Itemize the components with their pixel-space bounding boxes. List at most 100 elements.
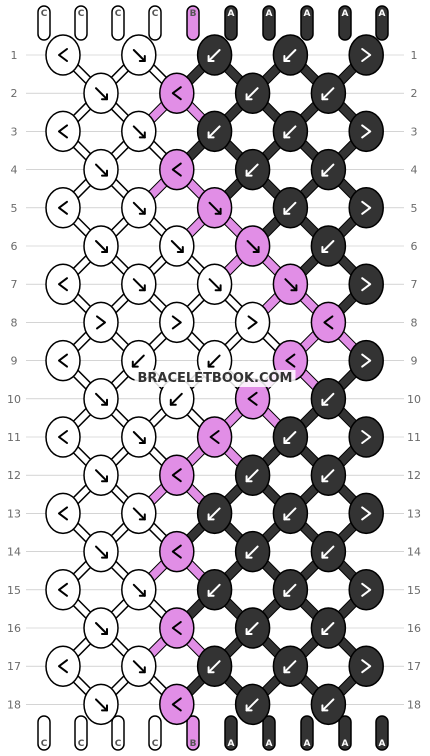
strand-bottom-label: C — [152, 739, 159, 749]
strand-top-label: C — [115, 9, 122, 19]
knot-arrow-icon — [95, 240, 108, 253]
knot — [196, 34, 233, 76]
knot-body — [45, 569, 81, 611]
knot-body — [45, 645, 81, 687]
strand-bottom-label: A — [379, 739, 386, 749]
strand-top-label: C — [78, 9, 85, 19]
strand-top — [300, 5, 314, 41]
knot — [83, 607, 119, 649]
knot-arrow-icon — [132, 125, 146, 139]
knot-body — [348, 34, 384, 76]
strand-top — [148, 5, 162, 41]
knot — [45, 263, 81, 305]
knot — [234, 72, 271, 114]
knot-arrowhead-icon — [207, 513, 215, 521]
knot — [348, 339, 384, 382]
strand-bottom-label: A — [228, 739, 235, 749]
knot — [310, 454, 347, 496]
knot-arrowhead-icon — [131, 360, 139, 368]
knot-arrow-icon — [321, 469, 335, 483]
knot — [348, 645, 384, 687]
knot-arrowhead-icon — [138, 589, 146, 597]
knot-arrow-icon — [207, 354, 221, 368]
knot — [234, 225, 271, 267]
strand-bottom-label: A — [342, 739, 349, 749]
knot — [45, 569, 81, 611]
knot-arrow-icon — [245, 87, 259, 101]
knot — [196, 110, 233, 153]
knot-arrow-icon — [95, 545, 108, 559]
knot-arrow-icon — [132, 507, 146, 521]
knot — [83, 378, 119, 420]
knot-arrow-icon — [171, 86, 182, 101]
knot-body — [45, 263, 81, 305]
knot-arrowhead-icon — [245, 628, 253, 635]
row-number-left: 11 — [7, 431, 21, 444]
row-number-right: 6 — [411, 240, 418, 253]
strand-top — [262, 5, 276, 41]
knot-arrowhead-icon — [245, 704, 253, 712]
knot-arrowhead-icon — [207, 589, 215, 597]
knot — [196, 187, 233, 229]
knot-arrow-icon — [283, 125, 297, 139]
knot-arrow-icon — [95, 622, 108, 635]
knot-arrowhead-icon — [101, 628, 108, 635]
strand-bottom — [338, 715, 352, 751]
knot-arrow-icon — [132, 660, 146, 674]
knot — [196, 569, 233, 611]
knot-arrow-icon — [132, 278, 146, 292]
row-number-right: 8 — [411, 316, 418, 329]
strand-top — [111, 5, 125, 41]
knot — [159, 72, 195, 114]
knot-arrowhead-icon — [245, 475, 253, 483]
row-number-right: 10 — [407, 393, 421, 406]
knot-arrowhead-icon — [321, 551, 329, 559]
strand-bottom — [186, 715, 200, 751]
knot-arrow-icon — [283, 583, 297, 597]
row-number-left: 15 — [7, 584, 21, 597]
knot-arrow-icon — [58, 659, 68, 674]
knot-arrow-icon — [95, 163, 108, 177]
knot-arrow-icon — [285, 353, 296, 368]
row-number-left: 10 — [7, 393, 21, 406]
knot-arrowhead-icon — [207, 55, 215, 62]
knot-arrowhead-icon — [138, 131, 146, 139]
strand-top-label: A — [379, 9, 386, 19]
strand-top — [338, 5, 352, 41]
strand-bottom-label: A — [266, 739, 273, 749]
knot-arrow-icon — [207, 507, 221, 521]
row-number-right: 13 — [407, 507, 421, 520]
knot-arrow-icon — [321, 163, 335, 177]
knot — [348, 263, 384, 305]
knot-arrowhead-icon — [207, 131, 215, 139]
knot — [234, 148, 271, 191]
knot-arrow-icon — [58, 506, 68, 521]
row-number-left: 12 — [7, 469, 21, 482]
knot — [159, 454, 195, 496]
knot — [310, 530, 347, 573]
knot — [45, 187, 81, 229]
knot — [83, 683, 119, 726]
knot-arrow-icon — [361, 200, 372, 215]
knot-arrow-icon — [58, 124, 68, 139]
strand-top — [74, 5, 88, 41]
knot — [272, 34, 309, 76]
knot-arrow-icon — [58, 353, 68, 368]
knot-body — [348, 569, 384, 611]
knot-arrow-icon — [171, 468, 182, 483]
knot-body — [348, 187, 384, 229]
knot-arrowhead-icon — [138, 55, 146, 62]
knot — [272, 263, 309, 305]
knot — [196, 492, 233, 535]
knot-arrow-icon — [321, 240, 335, 253]
knot — [83, 454, 119, 496]
knot-arrow-icon — [171, 697, 182, 712]
knot — [234, 607, 271, 649]
knot-arrow-icon — [361, 353, 372, 368]
knot-arrow-icon — [207, 125, 221, 139]
knot — [121, 110, 157, 153]
row-number-right: 3 — [411, 125, 418, 138]
strand-top-label: A — [266, 9, 273, 19]
knot-arrowhead-icon — [321, 398, 329, 406]
